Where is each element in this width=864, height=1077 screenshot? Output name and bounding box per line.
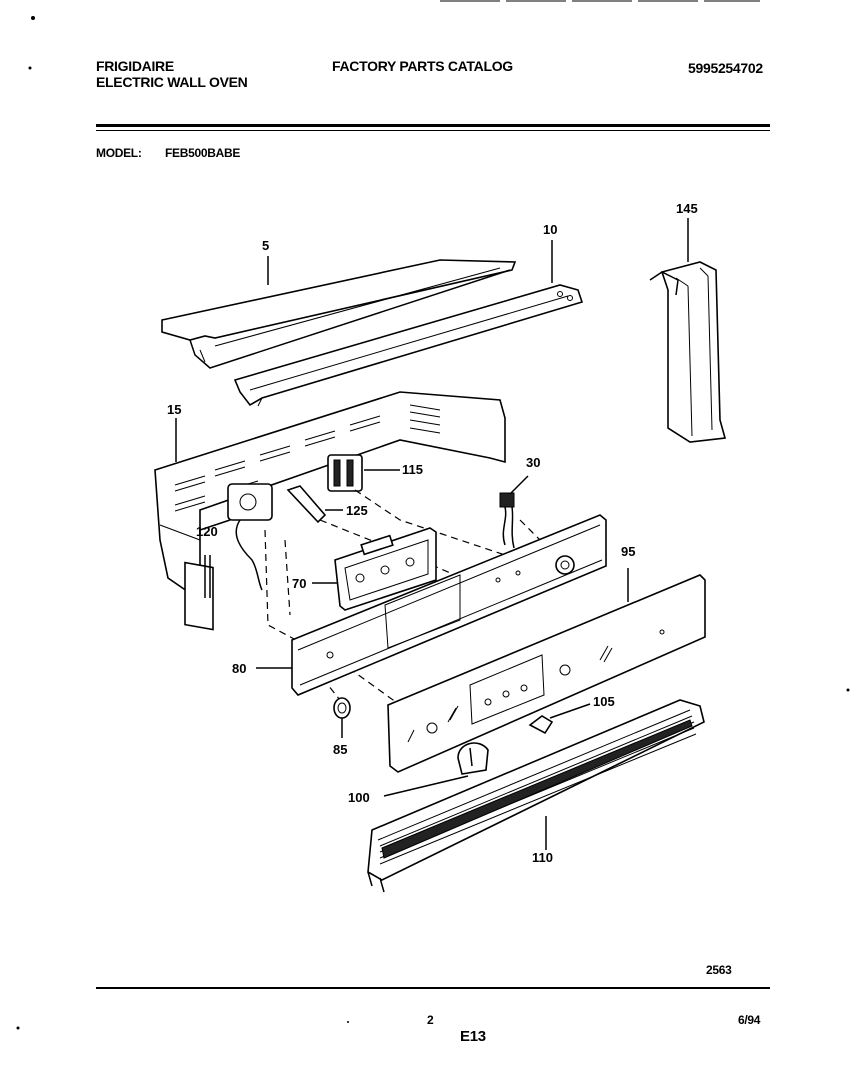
- scan-speck: [16, 1026, 20, 1030]
- part-95-front-panel: [387, 568, 706, 773]
- callout-125: 125: [346, 503, 368, 518]
- part-5-top-trim: [161, 259, 517, 369]
- part-105-knob: [528, 703, 591, 735]
- callout-100: 100: [348, 790, 370, 805]
- scan-speck: [846, 688, 850, 692]
- part-80-panel-frame: [256, 514, 607, 696]
- header-rule-thick: [96, 124, 770, 127]
- product-name: ELECTRIC WALL OVEN: [96, 74, 248, 90]
- scan-speck: [31, 16, 35, 20]
- callout-30: 30: [526, 455, 540, 470]
- part-145-side-bracket: [649, 261, 727, 443]
- callout-85: 85: [333, 742, 347, 757]
- part-100-selector-knob: [383, 742, 489, 797]
- callout-120: 120: [196, 524, 218, 539]
- page-number: 2: [427, 1013, 434, 1027]
- callout-80: 80: [232, 661, 246, 676]
- catalog-title: FACTORY PARTS CATALOG: [332, 58, 513, 74]
- model-label: MODEL:: [96, 146, 142, 160]
- revision-date: 6/94: [738, 1013, 761, 1027]
- model-number: FEB500BABE: [165, 146, 241, 160]
- callout-110: 110: [532, 850, 553, 865]
- callout-70: 70: [292, 576, 306, 591]
- part-110-vent-grille: [367, 699, 705, 893]
- footer-rule: [96, 987, 770, 989]
- part-115-switch: [327, 454, 400, 492]
- section-code: E13: [460, 1028, 486, 1045]
- part-70-display: [312, 527, 437, 611]
- catalog-number: 5995254702: [688, 60, 763, 76]
- callout-145: 145: [676, 201, 698, 216]
- part-15-control-housing: [154, 391, 506, 631]
- callout-10: 10: [543, 222, 557, 237]
- part-30-harness: [499, 475, 529, 549]
- figure-number: 2563: [706, 963, 732, 977]
- part-10-front-channel: [233, 284, 584, 407]
- brand-name: FRIGIDAIRE: [96, 58, 174, 74]
- callout-15: 15: [167, 402, 181, 417]
- part-120-timer: [199, 483, 273, 591]
- callout-115: 115: [402, 462, 423, 477]
- header-rule-thin: [96, 130, 770, 131]
- callout-5: 5: [262, 238, 269, 253]
- part-85-knob: [333, 697, 351, 738]
- scan-speck: [28, 66, 32, 70]
- part-125-sensor: [286, 485, 343, 524]
- callout-105: 105: [593, 694, 615, 709]
- callout-95: 95: [621, 544, 635, 559]
- scan-speck: [347, 1021, 349, 1023]
